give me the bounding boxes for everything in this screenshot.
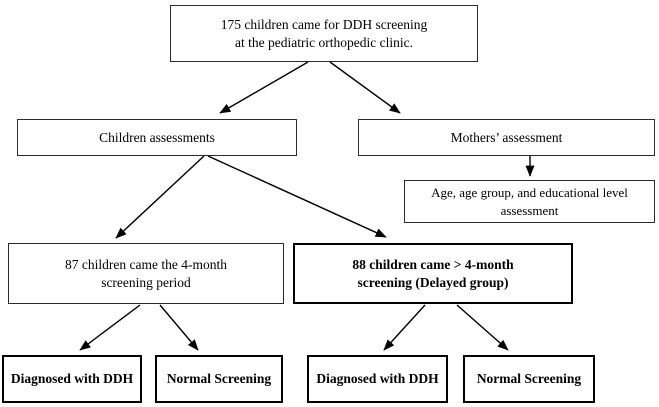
node-root-population: 175 children came for DDH screening at t… bbox=[170, 5, 478, 62]
edge-on-time-group-to-normal-screening-left bbox=[159, 304, 199, 351]
edge-delayed-group-to-diagnosed-ddh-right bbox=[383, 304, 426, 351]
node-delayed-screening-group: 88 children came > 4-month screening (De… bbox=[293, 243, 573, 304]
edge-root-to-mothers-assessment bbox=[329, 61, 401, 114]
node-children-assessments: Children assessments bbox=[17, 119, 297, 156]
edge-root-to-children-assessments bbox=[219, 61, 309, 114]
node-mothers-assessment: Mothers’ assessment bbox=[358, 119, 655, 156]
node-normal-screening-delayed-label: Normal Screening bbox=[476, 371, 582, 387]
node-normal-screening-delayed: Normal Screening bbox=[463, 355, 595, 403]
node-root-population-label: 175 children came for DDH screening at t… bbox=[220, 16, 428, 50]
edge-children-assessments-to-on-time-group bbox=[115, 155, 205, 239]
node-normal-screening-on-time-label: Normal Screening bbox=[166, 371, 272, 387]
node-mothers-assessment-label: Mothers’ assessment bbox=[450, 129, 563, 145]
edge-delayed-group-to-normal-screening-right bbox=[456, 304, 509, 351]
node-on-time-screening-group: 87 children came the 4-month screening p… bbox=[8, 243, 284, 304]
node-diagnosed-ddh-on-time-label: Diagnosed with DDH bbox=[10, 371, 134, 387]
node-age-education-assessment-label: Age, age group, and educational level as… bbox=[431, 185, 628, 218]
edge-on-time-group-to-diagnosed-ddh-left bbox=[79, 304, 141, 351]
node-children-assessments-label: Children assessments bbox=[99, 129, 215, 145]
node-diagnosed-ddh-delayed: Diagnosed with DDH bbox=[307, 355, 448, 403]
node-delayed-screening-group-label: 88 children came > 4-month screening (De… bbox=[352, 256, 514, 290]
node-diagnosed-ddh-on-time: Diagnosed with DDH bbox=[2, 355, 142, 403]
edge-children-assessments-to-delayed-group bbox=[207, 155, 387, 238]
node-age-education-assessment: Age, age group, and educational level as… bbox=[404, 180, 655, 223]
node-diagnosed-ddh-delayed-label: Diagnosed with DDH bbox=[316, 371, 439, 387]
node-normal-screening-on-time: Normal Screening bbox=[155, 355, 283, 403]
node-on-time-screening-group-label: 87 children came the 4-month screening p… bbox=[65, 256, 227, 290]
